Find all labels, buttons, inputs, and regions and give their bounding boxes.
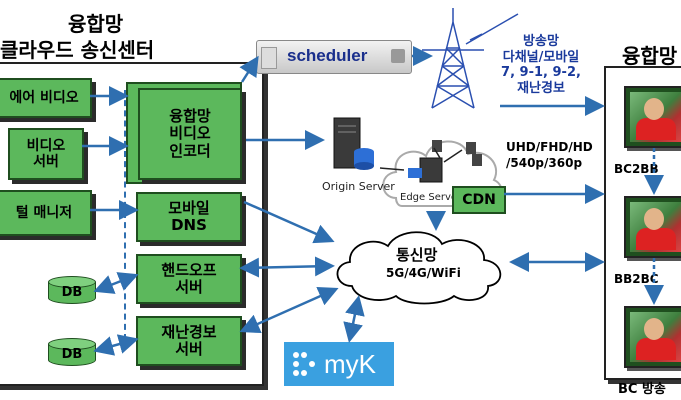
handoff-server-box: 핸드오프 서버 (136, 254, 242, 304)
media-video-box: 에어 비디오 (0, 78, 92, 118)
phone-screen-2 (624, 196, 681, 258)
left-title-line2: 클라우드 송신센터 (0, 38, 155, 62)
small-server-icon-2 (466, 142, 476, 154)
myk-label: myK (324, 348, 376, 379)
db-label-2: DB (61, 347, 83, 362)
myk-dots-icon (293, 352, 315, 376)
broadcast-tower-icon (422, 8, 484, 109)
broadcast-network-label: 방송망 다채널/모바일 7, 9-1, 9-2, 재난경보 (501, 34, 581, 96)
resolutions-label: UHD/FHD/HD /540p/360p (506, 140, 593, 170)
portal-manager-box: 털 매니저 (0, 190, 92, 236)
bc2bb-label: BC2BB (614, 162, 659, 176)
video-server-box: 비디오 서버 (8, 128, 84, 180)
telecom-network-sub: 5G/4G/WiFi (386, 266, 461, 280)
small-server-icon-3 (472, 154, 482, 166)
right-title: 융합망 (622, 44, 678, 68)
database-icon-1: DB (48, 276, 96, 306)
scheduler-label: scheduler (287, 46, 368, 65)
bb2bc-label: BB2BC (614, 272, 659, 286)
mobile-dns-box: 모바일 DNS (136, 192, 242, 242)
telecom-network-title: 통신망 (396, 246, 438, 264)
small-server-icon-1 (432, 140, 442, 152)
wireless-signal-icon (465, 13, 519, 45)
db-label-1: DB (61, 285, 83, 300)
scheduler-server: scheduler (256, 40, 412, 74)
video-encoder-box: 융합망 비디오 인코더 (138, 88, 242, 180)
right-footer-label: BC 방송 (618, 382, 666, 397)
disaster-alert-server-box: 재난경보 서버 (136, 316, 242, 366)
edge-server-label: Edge Server (400, 192, 462, 203)
phone-screen-1 (624, 86, 681, 148)
left-title-line1: 융합망 (68, 12, 124, 36)
origin-server-label: Origin Server (322, 180, 395, 193)
cdn-box: CDN (452, 186, 506, 214)
phone-screen-3 (624, 306, 681, 368)
myk-logo: myK (284, 342, 394, 386)
edge-server-icon (408, 157, 443, 183)
telecom-network-cloud (336, 231, 502, 305)
origin-server-icon (333, 117, 374, 170)
